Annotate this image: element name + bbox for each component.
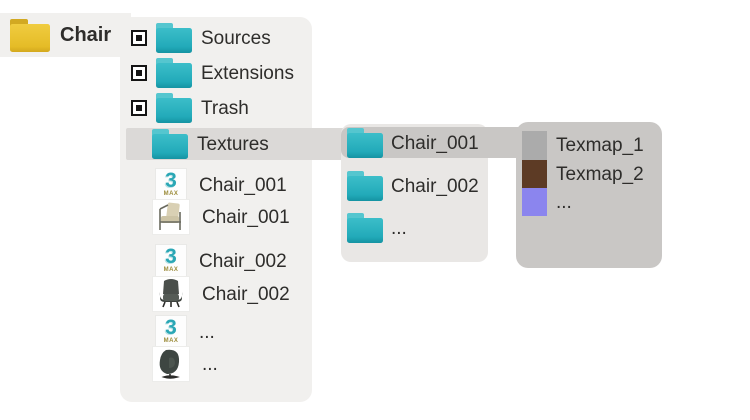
checked-box-icon[interactable] [131,100,147,116]
subfolder-row-more[interactable]: ... [347,212,407,244]
texmap-label: Texmap_2 [556,163,644,185]
file-row-chair002-max[interactable]: 3 MAX Chair_002 [156,244,287,278]
root-folder-label: Chair [60,24,112,46]
folder-row-extensions[interactable]: Extensions [131,57,294,89]
folder-label: Sources [201,27,271,49]
checked-box-icon[interactable] [131,30,147,46]
file-label: Chair_001 [202,206,290,228]
folder-icon [347,128,383,158]
file-row-chair002-preview[interactable]: Chair_002 [153,277,290,311]
file-row-more-preview[interactable]: ... [153,347,218,381]
file-label: ... [199,321,215,343]
3dsmax-file-icon: 3 MAX [156,316,186,348]
file-label: Chair_001 [199,174,287,196]
project-panel [120,17,312,402]
texmap-label: Texmap_1 [556,135,644,156]
subfolder-label: ... [391,217,407,239]
folder-icon [152,129,188,159]
subfolder-label: Chair_002 [391,175,479,197]
chair-preview-thumbnail [153,347,189,381]
folder-icon [156,93,192,123]
folder-label: Textures [197,133,269,155]
texmap-label: ... [556,191,572,213]
file-label: ... [202,353,218,375]
folder-icon [156,58,192,88]
subfolder-label: Chair_001 [391,132,479,154]
texmap-row-1[interactable]: Texmap_1 [522,131,644,160]
folder-row-textures[interactable]: Textures [152,129,269,159]
subfolder-row-chair002[interactable]: Chair_002 [347,170,479,202]
yellow-folder-icon [10,18,50,52]
folder-row-sources[interactable]: Sources [131,22,271,54]
chair-preview-thumbnail [153,277,189,311]
chair-preview-thumbnail [153,200,189,234]
folder-row-trash[interactable]: Trash [131,92,249,124]
file-row-chair001-preview[interactable]: Chair_001 [153,200,290,234]
checked-box-icon[interactable] [131,65,147,81]
file-row-more-max[interactable]: 3 MAX ... [156,315,215,349]
folder-label: Extensions [201,62,294,84]
texmap-swatch [522,160,547,188]
texmap-swatch [522,188,547,216]
3dsmax-file-icon: 3 MAX [156,169,186,201]
texmap-swatch [522,131,547,160]
folder-icon [347,213,383,243]
subfolder-row-chair001[interactable]: Chair_001 [347,128,479,158]
folder-icon [156,23,192,53]
folder-label: Trash [201,97,249,119]
file-row-chair001-max[interactable]: 3 MAX Chair_001 [156,168,287,202]
texmap-row-more[interactable]: ... [522,188,572,216]
folder-icon [347,171,383,201]
file-label: Chair_002 [199,250,287,272]
file-label: Chair_002 [202,283,290,305]
root-folder-row[interactable]: Chair [0,13,131,57]
texmap-row-2[interactable]: Texmap_2 [522,160,644,188]
3dsmax-file-icon: 3 MAX [156,245,186,277]
